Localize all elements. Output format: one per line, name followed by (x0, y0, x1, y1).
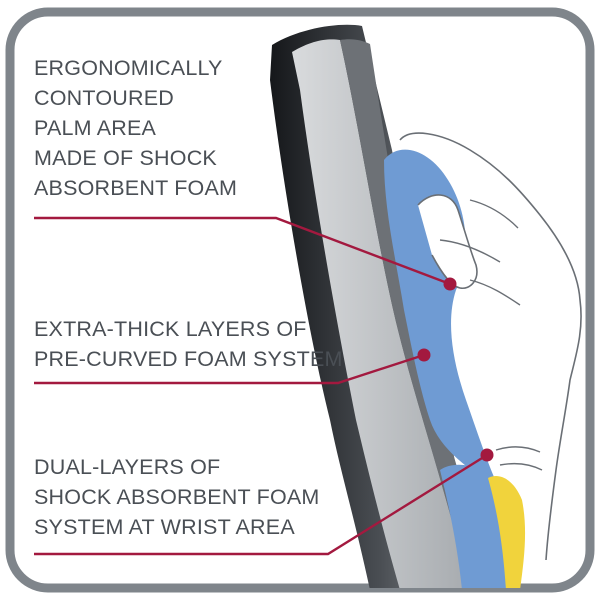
callout-palm-line-3: PALM AREA (34, 116, 157, 140)
callout-wrist-line-3: SYSTEM AT WRIST AREA (34, 515, 295, 539)
wrist-crease-1 (495, 446, 541, 453)
callout-palm-line-5: ABSORBENT FOAM (34, 176, 238, 200)
grey-padding-layer (292, 39, 470, 588)
leader-line-layers (34, 353, 425, 385)
callout-wrist-line-2: SHOCK ABSORBENT FOAM (34, 485, 320, 509)
wrist-foam-yellow (488, 476, 526, 588)
leader-dot-palm (443, 277, 457, 291)
finger-crease-2 (439, 239, 501, 263)
leader-dot-wrist (480, 448, 494, 462)
blue-palm-foam (384, 149, 500, 490)
leader-line-wrist (34, 453, 488, 556)
callout-palm-line-4: MADE OF SHOCK (34, 146, 217, 170)
callout-wrist: DUAL-LAYERS OF SHOCK ABSORBENT FOAM SYST… (34, 452, 320, 542)
callout-layers-line-1: EXTRA-THICK LAYERS OF (34, 317, 307, 341)
callout-layers-line-2: PRE-CURVED FOAM SYSTEM (34, 347, 343, 371)
callout-wrist-line-1: DUAL-LAYERS OF (34, 455, 221, 479)
hand-outline (399, 132, 582, 561)
callout-palm-line-2: CONTOURED (34, 86, 174, 110)
callout-palm-line-1: ERGONOMICALLY (34, 56, 223, 80)
finger-crease-1 (469, 199, 519, 229)
finger-crease-3 (469, 279, 521, 306)
wrist-crease-2 (499, 462, 543, 471)
callout-palm: ERGONOMICALLY CONTOURED PALM AREA MADE O… (34, 53, 237, 203)
leader-line-palm (34, 216, 451, 286)
leader-dot-layers (417, 348, 431, 362)
callout-layers: EXTRA-THICK LAYERS OF PRE-CURVED FOAM SY… (34, 314, 343, 374)
